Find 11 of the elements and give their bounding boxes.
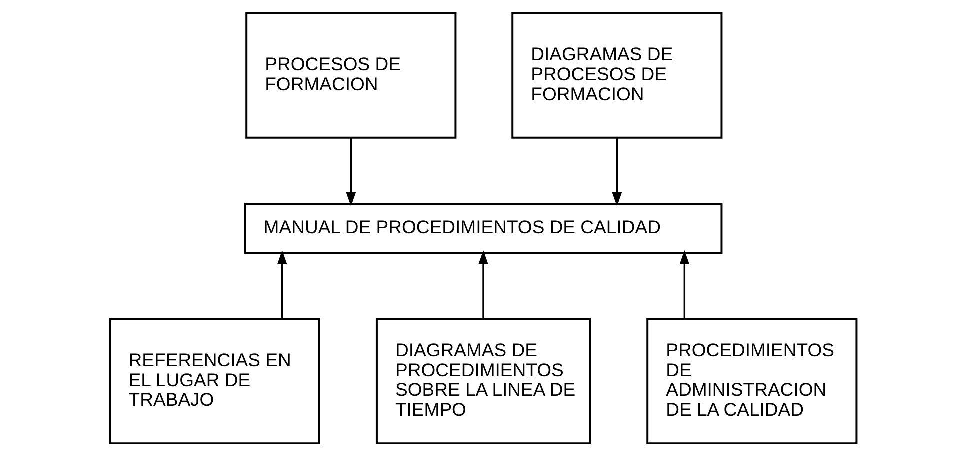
node-box: PROCESOS DE FORMACION xyxy=(246,12,457,139)
arrow xyxy=(680,250,690,319)
node-box: DIAGRAMAS DE PROCESOS DE FORMACION xyxy=(512,12,723,139)
arrow xyxy=(612,138,622,207)
node-box: MANUAL DE PROCEDIMIENTOS DE CALIDAD xyxy=(244,203,723,254)
node-box: REFERENCIAS EN EL LUGAR DE TRABAJO xyxy=(109,318,320,445)
arrow xyxy=(277,250,288,319)
node-box: PROCEDIMIENTOS DE ADMINISTRACION DE LA CALIDAD xyxy=(646,318,858,445)
arrow xyxy=(478,250,488,319)
node-box: DIAGRAMAS DE PROCEDIMIENTOS SOBRE LA LINEA DE TIEMPO xyxy=(376,318,592,445)
arrow xyxy=(346,138,356,207)
